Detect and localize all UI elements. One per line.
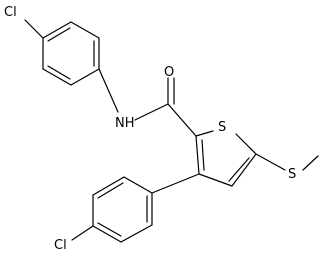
chlorine-bottom-label: Cl — [54, 238, 67, 253]
amide-nh-label: NH — [115, 116, 135, 131]
bond-ring-sme — [255, 153, 286, 171]
bond-ring-nh — [98, 68, 119, 113]
bond — [42, 21, 72, 39]
bond — [42, 68, 72, 86]
bond — [195, 130, 214, 137]
double-bond-inner — [47, 65, 71, 80]
bond-cl-bottom — [71, 225, 94, 241]
double-bond-inner — [228, 157, 250, 182]
thiophene-ring — [195, 130, 257, 187]
double-bond-inner — [97, 222, 122, 237]
thiophene-sulfur-label: S — [218, 120, 226, 135]
bond — [198, 173, 233, 187]
bond-carbonyl-thiophene — [167, 103, 197, 137]
bond-thiophene-phenyl — [151, 173, 200, 194]
bond — [195, 135, 200, 175]
bond-nh-carbonyl — [134, 103, 169, 121]
bond — [235, 133, 257, 155]
bond — [231, 153, 257, 187]
bond — [92, 176, 125, 196]
chlorine-top-label: Cl — [4, 5, 17, 20]
top-chlorophenyl-ring — [42, 21, 100, 86]
oxygen-label: O — [164, 65, 174, 80]
double-bond-inner — [97, 182, 124, 199]
thioether-sulfur-label: S — [288, 167, 296, 182]
double-bond-inner — [47, 27, 71, 42]
bond — [92, 225, 122, 243]
bottom-chlorophenyl-ring — [92, 176, 153, 243]
bond — [120, 224, 153, 243]
bond — [70, 68, 100, 86]
bond — [123, 176, 153, 194]
bond-cl-top — [24, 19, 44, 39]
double-bond-inner — [201, 139, 205, 171]
bond-s-methyl — [302, 155, 319, 171]
bond — [70, 21, 100, 39]
